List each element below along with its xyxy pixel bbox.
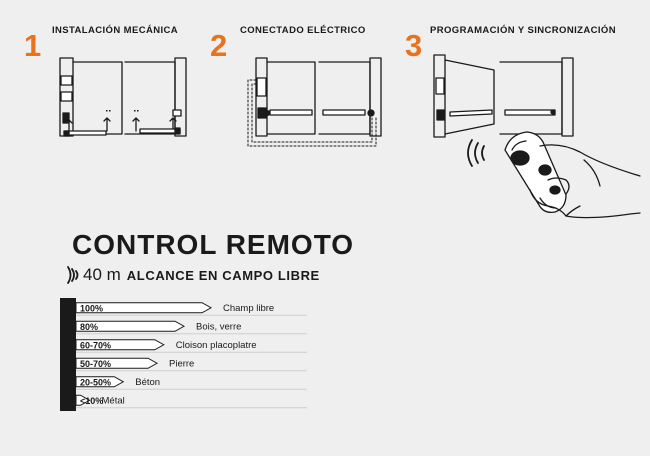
range-label: ALCANCE EN CAMPO LIBRE: [126, 267, 320, 283]
step-3-title: PROGRAMACIÓN Y SINCRONIZACIÓN: [430, 25, 616, 36]
step-1-title: INSTALACIÓN MECÁNICA: [52, 25, 179, 36]
chart-material-label: Pierre: [169, 358, 194, 369]
chart-category-label: 20-50%: [80, 377, 111, 387]
chart-material-label: Bois, verre: [196, 321, 241, 332]
chart-bar: [75, 339, 165, 351]
chart-bar: [75, 320, 186, 332]
chart-category-label: <10%: [80, 396, 103, 406]
chart-material-label: Cloison placoplatre: [176, 340, 257, 351]
chart-material-label: Béton: [135, 377, 160, 388]
signal-waves-icon: [67, 266, 79, 284]
control-remote-title: CONTROL REMOTO: [72, 229, 355, 260]
chart-category-label: 100%: [80, 303, 103, 313]
range-line: 40 m ALCANCE EN CAMPO LIBRE: [62, 263, 320, 287]
chart-material-label: Métal: [102, 395, 125, 406]
installation-illustrations: [59, 54, 641, 219]
chart-category-label: 60-70%: [80, 340, 111, 350]
chart-category-label: 50-70%: [80, 359, 111, 369]
step-2-number: 2: [210, 28, 228, 63]
chart-material-label: Champ libre: [223, 303, 274, 314]
chart-category-label: 80%: [80, 322, 98, 332]
chart-axis-bar: [60, 298, 76, 411]
programming-sync-illustration: [433, 54, 641, 219]
chart-bar: [75, 394, 91, 406]
electrical-connection-illustration: [247, 57, 382, 147]
step-3-number: 3: [405, 28, 423, 63]
step-2-title: CONECTADO ELÉCTRICO: [240, 25, 366, 36]
chart-bar: [75, 376, 125, 388]
chart-bar: [75, 357, 159, 369]
mechanical-installation-illustration: [59, 57, 187, 137]
step-1-number: 1: [24, 28, 42, 63]
chart-bar: [75, 302, 213, 314]
range-value: 40 m: [83, 265, 121, 284]
